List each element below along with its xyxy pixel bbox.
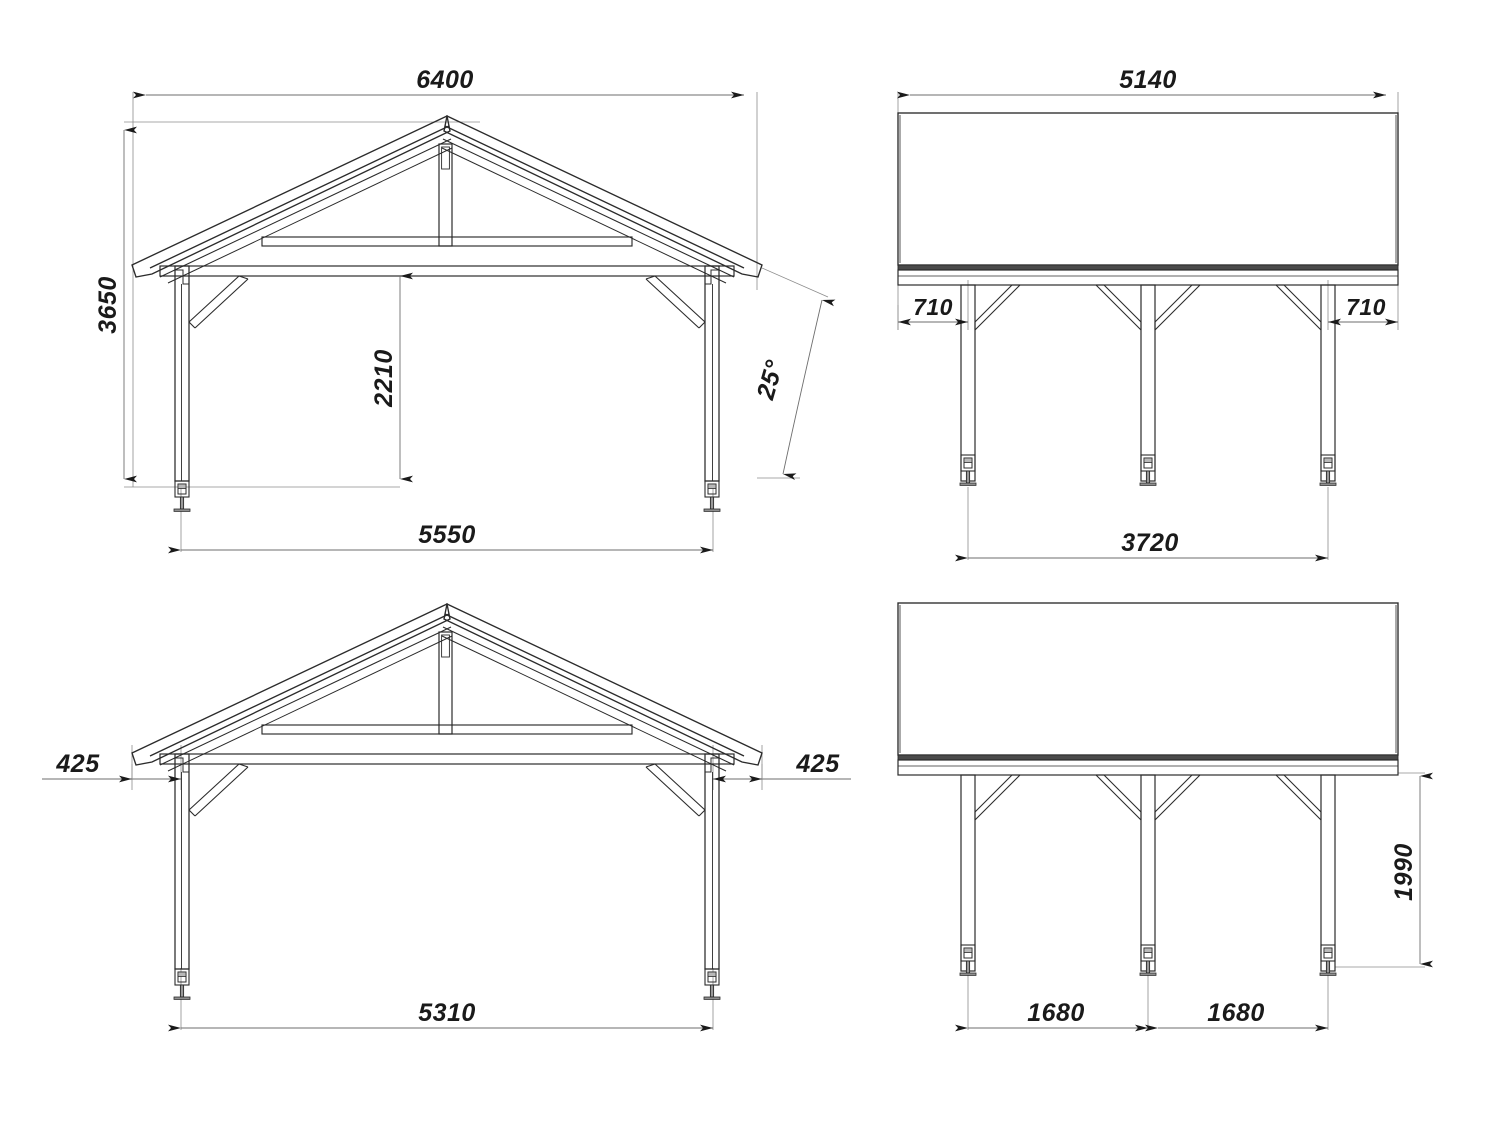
roof-assembly-bottom-left [131,603,763,772]
post-3-bottom-right [1319,774,1337,976]
post-right-top-left [703,265,721,512]
dim-label-5550: 5550 [418,521,476,549]
main-beam-bottom-left [159,753,735,765]
dim-2210: 2210 [370,272,413,483]
main-beam-top-left [159,265,735,277]
dim-5310: 5310 [168,999,713,1032]
post-3-top-right [1319,284,1337,486]
dim-5550: 5550 [168,521,713,554]
fascia-strip-top-right [897,264,1399,271]
dim-425-left: 425 [42,750,181,783]
knee-brace-right-bottom-left [645,763,706,817]
dim-label-3720: 3720 [1121,529,1179,557]
dim-label-1680-right: 1680 [1207,999,1265,1027]
posts-bottom-right [959,774,1337,976]
post-2-bottom-right [1139,774,1157,976]
view-bottom-right-side-elevation: 1990 1680 1680 [897,602,1433,1032]
knee-brace-left-bottom-left [188,763,249,817]
dim-1680-right: 1680 [1145,999,1328,1032]
dim-label-425-left: 425 [55,750,100,778]
dim-label-3650: 3650 [94,276,122,334]
braces-bottom-right [974,774,1322,821]
dim-425-right: 425 [713,750,851,783]
post-right-bottom-left [703,753,721,1000]
post-1-top-right [959,284,977,486]
king-post-bottom-left [438,631,453,735]
post-left-top-left [173,265,191,512]
dim-710-right: 710 [1328,294,1398,326]
dim-label-1990: 1990 [1390,843,1418,901]
roof-assembly-top-left [131,115,763,284]
dim-5140: 5140 [897,66,1386,99]
dim-label-710-right: 710 [1346,294,1386,320]
dim-label-6400: 6400 [416,66,474,94]
dim-6400: 6400 [133,66,744,99]
dim-label-1680-left: 1680 [1027,999,1085,1027]
dim-3720: 3720 [955,529,1328,562]
extension-lines-bottom-right [967,772,1425,1030]
dim-label-425-right: 425 [795,750,840,778]
fascia-strip-bottom-right [897,754,1399,761]
post-2-top-right [1139,284,1157,486]
king-post-top-left [438,143,453,247]
knee-brace-left-top-left [188,275,249,329]
dim-label-5140: 5140 [1119,66,1177,94]
dim-label-710-left: 710 [913,294,953,320]
dim-3650: 3650 [94,126,137,483]
view-top-left-gable-elevation: 6400 3650 2210 5550 25° [94,66,836,554]
view-top-right-side-elevation: 5140 710 710 3720 [897,66,1399,562]
braces-top-right [974,284,1322,331]
knee-brace-right-top-left [645,275,706,329]
post-left-bottom-left [173,753,191,1000]
post-1-bottom-right [959,774,977,976]
dim-1990: 1990 [1390,772,1433,968]
view-bottom-left-gable-elevation: 425 425 5310 [42,603,851,1032]
dim-1680-left: 1680 [955,999,1148,1032]
dim-710-left: 710 [898,294,968,326]
dim-label-5310: 5310 [418,999,476,1027]
posts-top-right [959,284,1337,486]
dim-label-2210: 2210 [370,349,398,408]
